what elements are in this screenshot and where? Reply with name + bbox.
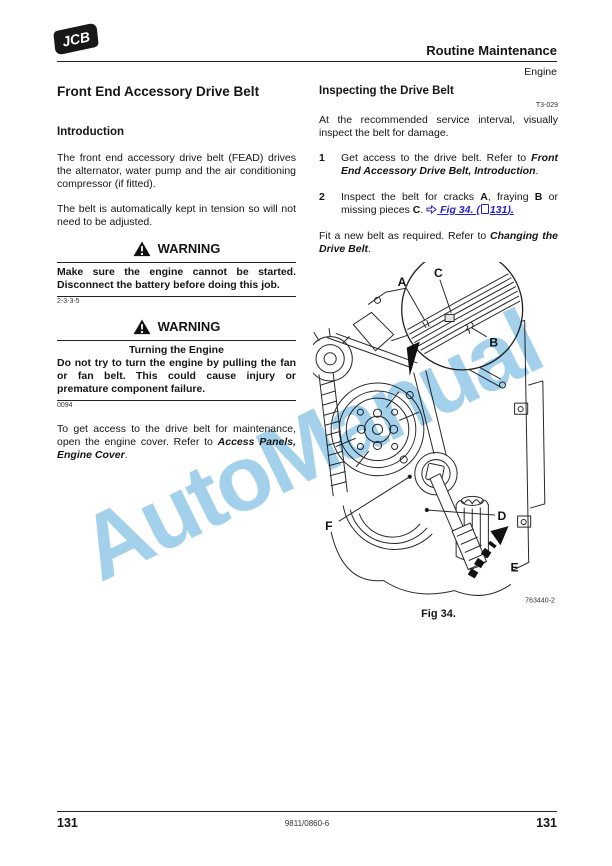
warning-1-heading: WARNING: [57, 241, 296, 257]
jcb-logo: JCB: [53, 22, 99, 56]
step-2-body: Inspect the belt for cracks: [341, 190, 481, 203]
warning-2-text: Do not try to turn the engine by pulling…: [57, 357, 296, 396]
right-column: Inspecting the Drive Belt T3-029 At the …: [313, 84, 558, 634]
warning-1-ref-code: 2-3-3-5: [57, 298, 80, 306]
warning-block-2: WARNING Turning the Engine Do not try to…: [57, 319, 296, 411]
figure-label-b: B: [489, 336, 498, 350]
fit-belt-text: Fit a new belt as required. Refer to: [319, 230, 491, 243]
header-rule: [57, 61, 557, 62]
access-cross-reference: Access Panels, Engine Cover: [57, 435, 297, 461]
jcb-logo-text: JCB: [60, 28, 92, 50]
warning-2-label: WARNING: [157, 318, 221, 334]
step-2: 2 Inspect the belt for cracks A, fraying…: [319, 191, 558, 217]
intro-paragraph-2: The belt is automatically kept in tensio…: [57, 203, 296, 229]
step-1-cross-reference: Front End Accessory Drive Belt, Introduc…: [341, 151, 558, 177]
jump-arrow-icon: [426, 205, 438, 214]
access-text-end: .: [124, 448, 128, 461]
engine-belt-diagram: A C B F D E 763440-2: [313, 262, 555, 605]
figure-link-page: 131: [489, 204, 508, 216]
warning-2-body: Turning the Engine Do not try to turn th…: [57, 339, 296, 402]
callout-a: A: [480, 190, 488, 203]
access-text: To get access to the drive belt for main…: [57, 422, 296, 448]
figure-label-c: C: [434, 266, 443, 280]
figure-34-drawing: A C B F D E 763440-2: [313, 262, 565, 608]
figure-34-link[interactable]: Fig 34. ( 131).: [426, 204, 514, 216]
figure-label-e: E: [511, 560, 519, 574]
introduction-heading: Introduction: [57, 125, 125, 138]
content-columns: Front End Accessory Drive Belt Introduct…: [57, 84, 558, 634]
step-1-end: .: [535, 164, 539, 177]
warning-icon: [133, 319, 151, 335]
step-2-number: 2: [319, 190, 325, 203]
callout-c: C: [412, 204, 421, 216]
warning-icon: [133, 241, 151, 257]
figure-link-text: Fig 34. (: [440, 204, 480, 216]
intro-paragraph-1: The front end accessory drive belt (FEAD…: [57, 151, 296, 191]
section-code: T3-029: [535, 102, 558, 110]
warning-1-label: WARNING: [157, 241, 221, 257]
footer-page-number-left: 131: [57, 816, 78, 830]
figure-label-d: D: [497, 509, 506, 523]
footer-rule: [57, 811, 557, 812]
step-2-body: .: [420, 204, 427, 216]
figure-caption: Fig 34.: [421, 608, 456, 621]
warning-1-body: Make sure the engine cannot be started. …: [57, 262, 296, 298]
figure-label-a: A: [398, 275, 407, 289]
warning-2-heading: WARNING: [57, 319, 296, 335]
warning-2-ref-code: 0094: [57, 402, 73, 410]
page-icon: [480, 204, 489, 214]
step-1-text: Get access to the drive belt. Refer to F…: [341, 152, 558, 178]
chapter-title: Routine Maintenance: [426, 43, 557, 58]
section-subtitle: Engine: [524, 66, 557, 78]
fit-belt-end: .: [368, 243, 371, 256]
access-paragraph: To get access to the drive belt for main…: [57, 423, 296, 462]
footer-page-number-right: 131: [536, 816, 557, 830]
footer-doc-code: 9811/0860-6: [284, 819, 330, 828]
step-1-body: Get access to the drive belt. Refer to: [341, 151, 532, 164]
warning-block-1: WARNING Make sure the engine cannot be s…: [57, 241, 296, 307]
step-1: 1 Get access to the drive belt. Refer to…: [319, 152, 558, 178]
figure-label-f: F: [325, 519, 332, 533]
inspect-paragraph: At the recommended service interval, vis…: [319, 113, 558, 139]
figure-link-end: ).: [507, 204, 514, 216]
fit-belt-cross-reference: Changing the Drive Belt: [319, 230, 559, 256]
callout-b: B: [534, 190, 543, 203]
step-1-number: 1: [319, 151, 325, 164]
fit-belt-paragraph: Fit a new belt as required. Refer to Cha…: [319, 230, 558, 256]
warning-2-title: Turning the Engine: [129, 343, 224, 356]
drawing-code: 763440-2: [525, 598, 555, 605]
topic-title: Front End Accessory Drive Belt: [57, 84, 260, 99]
step-2-body: , fraying: [487, 190, 535, 203]
inspecting-heading: Inspecting the Drive Belt: [319, 85, 454, 97]
step-2-text: Inspect the belt for cracks A, fraying B…: [341, 191, 558, 217]
left-column: Front End Accessory Drive Belt Introduct…: [57, 84, 296, 634]
step-2-body: or missing pieces: [341, 190, 558, 216]
footer: 131 9811/0860-6 131: [57, 816, 557, 830]
